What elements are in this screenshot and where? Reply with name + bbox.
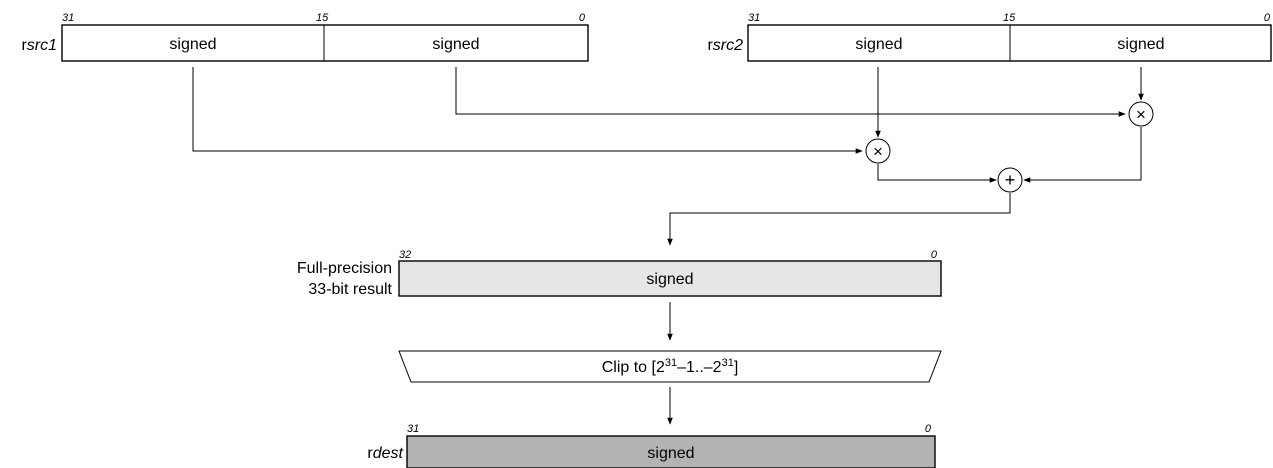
result-box bbox=[398, 260, 942, 297]
multiplier-left: × bbox=[865, 138, 891, 164]
result-register: Full-precision 33-bit result 32 0 signed bbox=[297, 249, 942, 298]
rdest-label: rdest bbox=[367, 445, 403, 462]
result-bit-0: 0 bbox=[931, 249, 938, 261]
add-circle bbox=[997, 167, 1023, 193]
clip-stage: Clip to [231–1..–231] bbox=[398, 350, 942, 383]
multiply-icon: × bbox=[873, 142, 883, 161]
arrow-rsrc1-high-to-mul-left bbox=[192, 67, 863, 154]
rdest-box bbox=[406, 435, 936, 468]
rsrc2-bit-31: 31 bbox=[748, 12, 760, 24]
rsrc2-label: rsrc2 bbox=[707, 37, 743, 54]
arrow-mul-left-to-adder bbox=[877, 164, 997, 183]
rsrc1-box bbox=[61, 24, 589, 62]
rdest-bit-31: 31 bbox=[407, 423, 419, 435]
arrow-adder-to-result bbox=[667, 193, 1011, 246]
rsrc2-register: rsrc2 31 15 0 signed signed bbox=[707, 12, 1272, 62]
rsrc1-label: rsrc1 bbox=[21, 37, 57, 54]
multiplier-right: × bbox=[1128, 101, 1154, 127]
clip-label: Clip to [231–1..–231] bbox=[602, 357, 739, 376]
connectors bbox=[192, 67, 1144, 425]
result-label-line2: 33-bit result bbox=[308, 281, 392, 298]
rdest-field: signed bbox=[647, 445, 694, 462]
rsrc1-field-high: signed bbox=[169, 36, 216, 53]
rsrc1-bit-15: 15 bbox=[316, 12, 329, 24]
rdest-register: rdest 31 0 signed bbox=[367, 423, 936, 468]
rsrc2-field-low: signed bbox=[1117, 36, 1164, 53]
rsrc2-bit-0: 0 bbox=[1264, 12, 1271, 24]
rsrc2-field-high: signed bbox=[855, 36, 902, 53]
rsrc2-bit-15: 15 bbox=[1003, 12, 1016, 24]
multiply-circle bbox=[865, 138, 891, 164]
rdest-bit-0: 0 bbox=[925, 423, 932, 435]
arrow-rsrc1-low-to-mul-right bbox=[455, 67, 1126, 117]
plus-icon: + bbox=[1005, 170, 1016, 190]
result-bit-32: 32 bbox=[399, 249, 411, 261]
rsrc1-register: rsrc1 31 15 0 signed signed bbox=[21, 12, 589, 62]
result-field: signed bbox=[646, 271, 693, 288]
rsrc1-field-low: signed bbox=[432, 36, 479, 53]
arrow-mul-right-to-adder bbox=[1023, 127, 1142, 183]
clip-trapezoid bbox=[398, 350, 942, 383]
rsrc1-bit-31: 31 bbox=[62, 12, 74, 24]
adder: + bbox=[997, 167, 1023, 193]
multiply-icon: × bbox=[1136, 105, 1146, 124]
rsrc1-bit-0: 0 bbox=[579, 12, 586, 24]
multiply-circle bbox=[1128, 101, 1154, 127]
result-label-line1: Full-precision bbox=[297, 260, 392, 277]
